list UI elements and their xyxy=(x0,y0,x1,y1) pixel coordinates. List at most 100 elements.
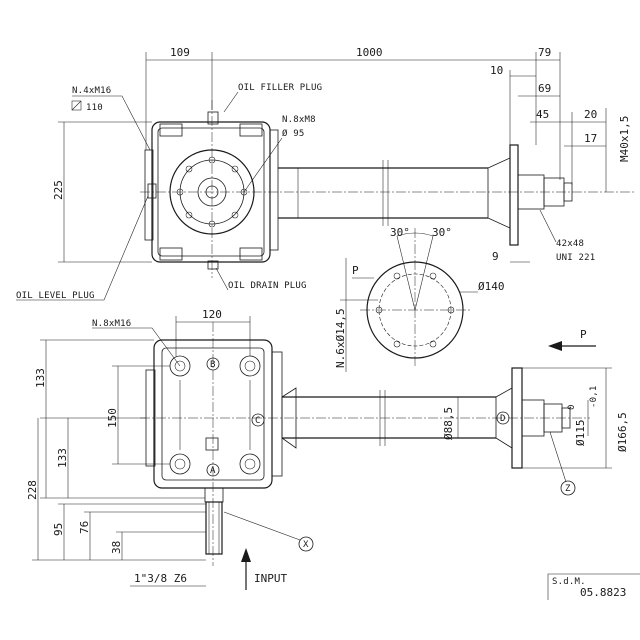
label-n8m16: N.8xM16 xyxy=(92,319,131,329)
dim-115-tol-top: 0 xyxy=(567,404,577,410)
dim-38: 38 xyxy=(110,541,123,554)
square-symbol xyxy=(71,100,82,111)
label-n8m8: N.8xM8 xyxy=(282,115,316,125)
bolt-hole xyxy=(231,165,239,173)
lug xyxy=(239,123,263,137)
bottom-view: B A C D xyxy=(140,322,590,566)
lug xyxy=(239,247,263,261)
leader-x xyxy=(223,511,301,541)
label-spline: 42x48 xyxy=(556,239,584,249)
lug xyxy=(159,247,183,261)
label-c: C xyxy=(255,416,261,426)
dim-69: 69 xyxy=(538,82,551,95)
view-p-arrow-label: P xyxy=(580,328,587,341)
flange-hole xyxy=(375,306,383,314)
m16-hole xyxy=(239,453,261,475)
label-oil-drain: OIL DRAIN PLUG xyxy=(228,281,307,291)
dim-95: 95 xyxy=(52,523,65,536)
bolt-hole xyxy=(185,165,193,173)
dim-1000: 1000 xyxy=(356,46,383,59)
label-oil-level: OIL LEVEL PLUG xyxy=(16,291,95,301)
angle-arc xyxy=(396,232,434,237)
marker-x xyxy=(298,536,314,552)
m16-hole-inner xyxy=(174,458,186,470)
dim-225: 225 xyxy=(52,180,65,200)
bottom-labels: X Z 1"3/8 Z6 INPUT xyxy=(130,431,576,590)
angle-ray xyxy=(414,235,434,311)
leader xyxy=(223,91,239,113)
label-b: B xyxy=(210,360,216,370)
label-z: Z xyxy=(565,484,571,494)
bolt-hole xyxy=(231,211,239,219)
label-d: D xyxy=(500,414,506,424)
bottom-right-rim xyxy=(271,351,283,477)
dim-150: 150 xyxy=(106,408,119,428)
angle-30-left: 30° xyxy=(390,226,410,239)
dim-133-upper: 133 xyxy=(34,368,47,388)
oil-filler-plug xyxy=(207,111,219,125)
flange-hole xyxy=(429,272,437,280)
dim-88: Ø88,5 xyxy=(442,407,455,440)
title-block: S.d.M. 05.8823 xyxy=(547,573,640,600)
label-dia95: Ø 95 xyxy=(282,128,304,139)
label-uni: UNI 221 xyxy=(556,253,595,263)
dim-166: Ø166,5 xyxy=(616,412,629,452)
label-x: X xyxy=(303,540,309,550)
m16-hole-inner xyxy=(174,360,186,372)
flange-hole xyxy=(393,272,401,280)
top-output-flange xyxy=(509,144,519,246)
top-left-flange xyxy=(144,149,154,241)
m16-hole xyxy=(169,453,191,475)
dim-79: 79 xyxy=(538,46,551,59)
leader-z xyxy=(549,431,567,483)
dim-140: Ø140 xyxy=(478,280,505,293)
oil-drain-plug xyxy=(207,260,219,270)
dim-120: 120 xyxy=(202,308,222,321)
marker-z xyxy=(560,480,576,496)
square-symbol-diag xyxy=(71,100,82,111)
title-block-frame xyxy=(547,573,640,600)
input-arrow-head xyxy=(241,548,251,562)
dim-9: 9 xyxy=(492,250,499,263)
view-p-flange: 30° 30° Ø140 N.6xØ14,5 P xyxy=(334,226,505,372)
label-n4m16: N.4xM16 xyxy=(72,86,111,96)
dim-115-tol-bot: -0,1 xyxy=(589,386,599,408)
view-arrow-head xyxy=(548,341,562,351)
bottom-dimensions: 120 N.8xM16 133 133 228 95 76 38 150 Ø88… xyxy=(26,308,629,561)
title-sdm: S.d.M. xyxy=(552,577,586,587)
label-shaft-input: 1"3/8 Z6 xyxy=(134,572,187,585)
view-p-label: P xyxy=(352,264,359,277)
top-labels: N.4xM16 110 OIL FILLER PLUG N.8xM8 Ø 95 … xyxy=(16,83,595,301)
dim-115: Ø115 xyxy=(574,420,587,447)
label-oil-filler: OIL FILLER PLUG xyxy=(238,83,322,93)
angle-30-right: 30° xyxy=(432,226,452,239)
top-right-rim xyxy=(269,129,279,251)
dim-17: 17 xyxy=(584,132,597,145)
flange-hole xyxy=(393,340,401,348)
top-dimensions: 109 1000 79 10 69 45 20 17 M40x1,5 225 9 xyxy=(52,46,631,263)
input-shaft xyxy=(205,501,223,555)
leader xyxy=(72,95,151,151)
dim-76: 76 xyxy=(78,521,91,534)
input-shaft-collar xyxy=(204,487,224,503)
bottom-tube-joint xyxy=(281,387,297,449)
dim-m40: M40x1,5 xyxy=(618,116,631,162)
dim-133-lower: 133 xyxy=(56,448,69,468)
flange-hole xyxy=(447,306,455,314)
label-input: INPUT xyxy=(254,572,287,585)
bolt-hole xyxy=(185,211,193,219)
m16-hole-inner xyxy=(244,360,256,372)
dim-109: 109 xyxy=(170,46,190,59)
dim-n6: N.6xØ14,5 xyxy=(334,308,347,368)
bottom-plug xyxy=(205,437,219,451)
dim-45: 45 xyxy=(536,108,549,121)
m16-hole xyxy=(239,355,261,377)
oil-level-plug xyxy=(147,183,157,199)
leader xyxy=(539,209,557,243)
flange-hole xyxy=(429,340,437,348)
leader xyxy=(215,267,229,291)
title-code: 05.8823 xyxy=(580,586,626,599)
dim-10: 10 xyxy=(490,64,503,77)
leader xyxy=(92,327,181,367)
